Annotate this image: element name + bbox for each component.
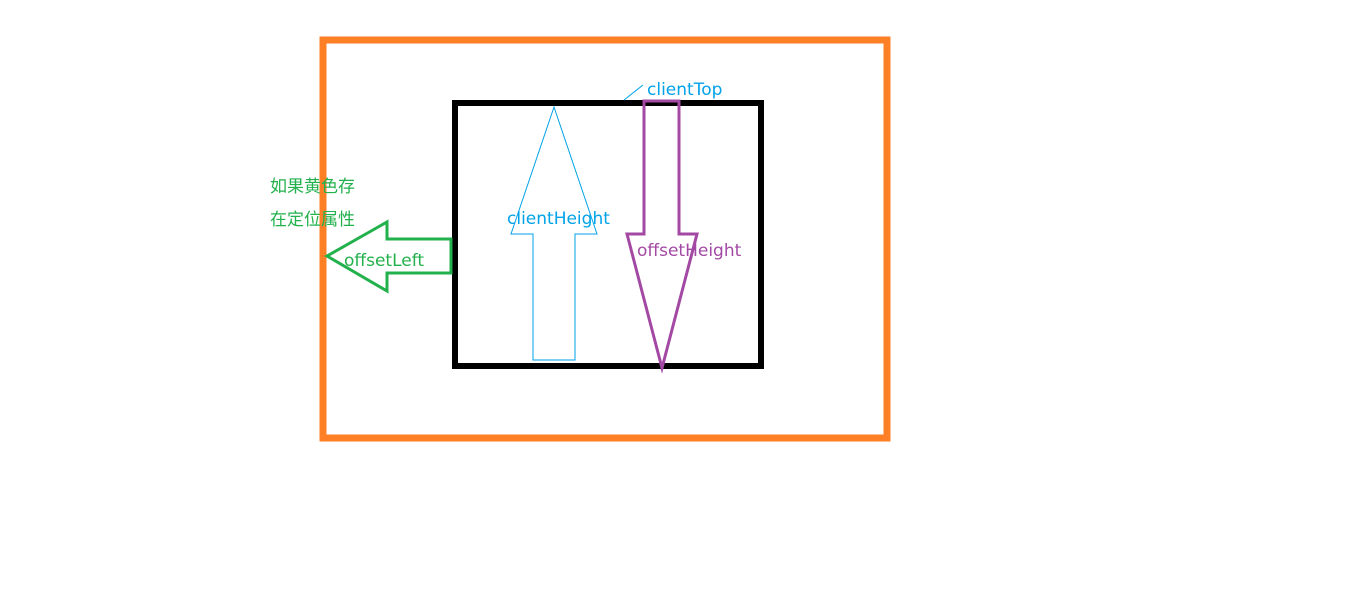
offset-height-label: offsetHeight (637, 241, 742, 261)
offset-left-arrow (323, 219, 453, 294)
offset-left-label: offsetLeft (344, 251, 424, 271)
client-top-label: clientTop (647, 80, 722, 100)
outer-box (319, 36, 891, 442)
client-height-arrow (510, 105, 598, 361)
inner-box (452, 100, 764, 369)
note-line-1: 如果黄色存 (270, 177, 355, 197)
client-height-label: clientHeight (507, 209, 610, 229)
note-line-2: 在定位属性 (270, 210, 355, 230)
offset-height-arrow (625, 99, 699, 374)
client-top-pointer (623, 84, 644, 101)
